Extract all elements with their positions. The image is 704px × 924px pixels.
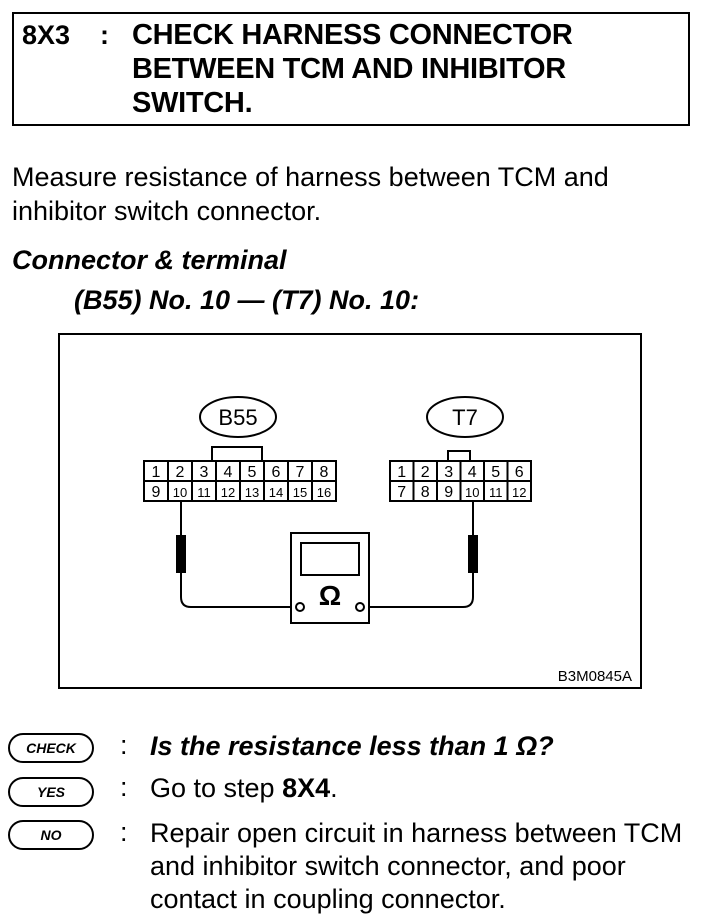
instruction-text: Measure resistance of harness between TC… xyxy=(12,162,609,226)
b55-terminal-1: 1 xyxy=(152,464,161,481)
t7-terminal-7: 7 xyxy=(397,484,406,501)
left-probe xyxy=(176,535,186,573)
ohmmeter-display xyxy=(300,542,360,576)
t7-terminal-6: 6 xyxy=(515,464,524,481)
no-badge: NO xyxy=(8,820,94,850)
t7-cell xyxy=(506,480,532,502)
b55-terminal-12: 12 xyxy=(221,485,235,500)
right-probe xyxy=(468,535,478,573)
t7-terminal-11: 11 xyxy=(489,485,503,500)
yes-colon: : xyxy=(120,772,128,802)
t7-terminal-5: 5 xyxy=(491,464,500,481)
check-question: Is the resistance less than 1 Ω? xyxy=(150,731,554,761)
yes-badge: YES xyxy=(8,777,94,807)
step-separator: : xyxy=(100,20,109,50)
t7-latch xyxy=(447,450,471,462)
b55-cell xyxy=(311,480,337,502)
b55-terminal-6: 6 xyxy=(272,464,281,481)
step-number: 8X3 xyxy=(22,20,71,50)
b55-label: B55 xyxy=(218,405,257,430)
yes-step-link: 8X4 xyxy=(282,773,331,803)
ohmmeter-terminal-right xyxy=(355,602,365,612)
t7-terminal-4: 4 xyxy=(468,464,477,481)
check-colon: : xyxy=(120,730,128,760)
b55-terminal-3: 3 xyxy=(200,464,209,481)
connector-heading: Connector & terminal xyxy=(12,245,287,275)
no-answer: Repair open circuit in harness between T… xyxy=(150,818,683,914)
t7-terminal-2: 2 xyxy=(421,464,430,481)
left-lead xyxy=(180,590,295,608)
b55-terminal-15: 15 xyxy=(293,485,307,500)
t7-label-ellipse xyxy=(426,396,504,438)
b55-terminal-13: 13 xyxy=(245,485,259,500)
yes-suffix: . xyxy=(330,773,338,803)
right-lead xyxy=(362,590,474,608)
t7-terminal-1: 1 xyxy=(397,464,406,481)
b55-terminal-4: 4 xyxy=(224,464,233,481)
b55-terminal-8: 8 xyxy=(320,464,329,481)
t7-terminal-8: 8 xyxy=(421,484,430,501)
b55-label-ellipse xyxy=(199,396,277,438)
b55-terminal-5: 5 xyxy=(248,464,257,481)
b55-terminal-2: 2 xyxy=(176,464,185,481)
t7-terminal-10: 10 xyxy=(465,485,479,500)
ohm-symbol: Ω xyxy=(319,580,341,611)
b55-terminal-7: 7 xyxy=(296,464,305,481)
figure-code: B3M0845A xyxy=(558,668,632,685)
b55-terminal-16: 16 xyxy=(317,485,331,500)
b55-terminal-14: 14 xyxy=(269,485,283,500)
b55-terminal-10: 10 xyxy=(173,485,187,500)
check-badge: CHECK xyxy=(8,733,94,763)
ohmmeter-terminal-left xyxy=(295,602,305,612)
t7-terminal-12: 12 xyxy=(512,485,526,500)
connector-spec: (B55) No. 10 — (T7) No. 10: xyxy=(74,285,420,315)
no-colon: : xyxy=(120,817,128,847)
step-title: CHECK HARNESS CONNECTOR BETWEEN TCM AND … xyxy=(132,19,573,119)
t7-terminal-9: 9 xyxy=(444,484,453,501)
t7-terminal-3: 3 xyxy=(444,464,453,481)
b55-terminal-9: 9 xyxy=(152,484,161,501)
yes-prefix: Go to step xyxy=(150,773,283,803)
b55-terminal-11: 11 xyxy=(197,485,211,500)
b55-latch xyxy=(211,446,263,462)
yes-answer: Go to step 8X4. xyxy=(150,772,700,805)
step-header: 8X3 : CHECK HARNESS CONNECTOR BETWEEN TC… xyxy=(12,12,690,126)
t7-label: T7 xyxy=(452,405,478,430)
